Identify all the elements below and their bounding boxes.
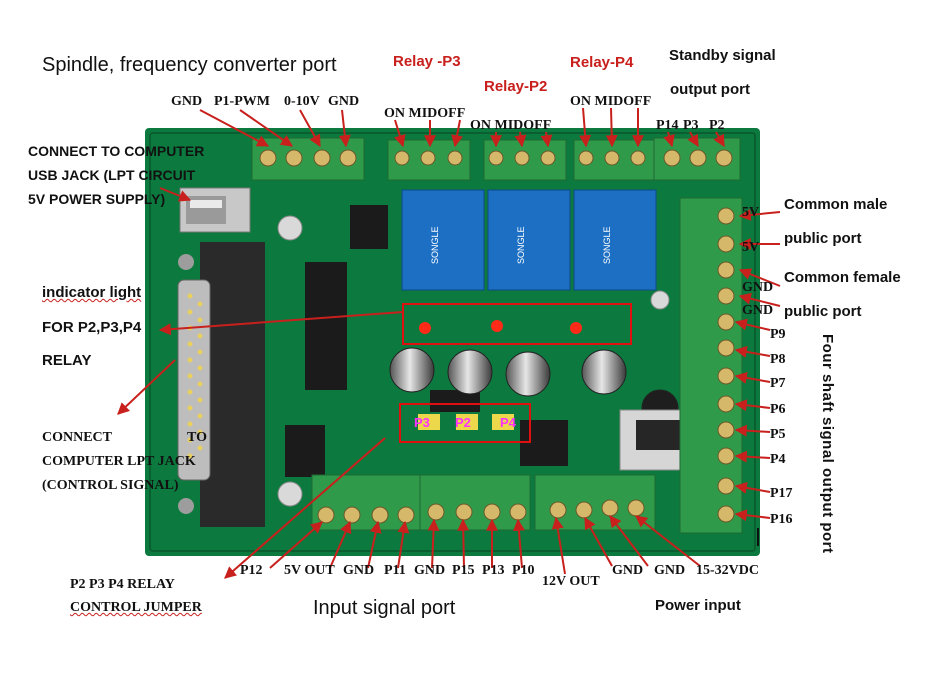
relay-p4-title: Relay-P4	[570, 54, 634, 71]
jumper-label-line-2: CONTROL JUMPER	[70, 600, 202, 615]
relay-p2-marking: SONGLE	[516, 226, 526, 264]
bottom-label-gnd-3: GND	[612, 563, 644, 578]
leader-lines	[117, 107, 781, 579]
right-label-p6: P6	[770, 402, 786, 417]
indicator-label-line-1: indicator light	[42, 284, 142, 301]
relay-p4-marking: SONGLE	[602, 226, 612, 264]
four-shaft-output-title: Four shaft signal output port	[819, 334, 836, 554]
right-label-p8: P8	[770, 352, 786, 367]
top-label-p14: P14	[656, 118, 679, 133]
top-label-gnd-2: GND	[328, 94, 360, 109]
right-label-p9: P9	[770, 327, 786, 342]
jumper-label-line-1: P2 P3 P4 RELAY	[70, 577, 175, 592]
bottom-label-p10: P10	[512, 563, 535, 578]
jumper-label-p3: P3	[414, 415, 430, 430]
indicator-leds	[419, 320, 582, 334]
spindle-port-title: Spindle, frequency converter port	[42, 54, 337, 76]
standby-signal-label-1: Standby signal	[669, 47, 776, 64]
usb-label-line-3: 5V POWER SUPPLY)	[28, 191, 166, 207]
standby-signal-label-2: output port	[670, 81, 750, 98]
db25-lpt-connector	[177, 242, 265, 527]
usb-label-line-2: USB JACK (LPT CIRCUIT	[28, 167, 196, 183]
right-label-5v-a: 5V	[742, 205, 760, 220]
power-input-title: Power input	[655, 597, 741, 614]
indicator-label-line-3: RELAY	[42, 352, 92, 369]
relay-p3-marking: SONGLE	[430, 226, 440, 264]
top-label-on-mid-off-p2: ON MIDOFF	[470, 118, 552, 133]
usb-jack	[179, 187, 251, 233]
top-label-on-mid-off-p3: ON MIDOFF	[384, 106, 466, 121]
lpt-label-line-3: (CONTROL SIGNAL)	[42, 478, 179, 493]
bottom-label-p15: P15	[452, 563, 475, 578]
right-label-5v-b: 5V	[742, 240, 760, 255]
usb-label-line-1: CONNECT TO COMPUTER	[28, 143, 205, 159]
bottom-label-p11: P11	[384, 563, 406, 578]
bottom-label-gnd-2: GND	[414, 563, 446, 578]
bottom-terminal-blocks	[311, 474, 656, 531]
top-label-p2: P2	[709, 118, 725, 133]
lpt-label-line-1b: TO	[187, 430, 207, 445]
right-terminal-block	[679, 197, 743, 534]
bottom-label-p12: P12	[240, 563, 263, 578]
highlight-boxes	[399, 303, 632, 443]
top-label-on-mid-off-p4: ON MIDOFF	[570, 94, 652, 109]
right-label-p7: P7	[770, 376, 786, 391]
jumper-header	[418, 414, 514, 430]
lpt-label-line-1: CONNECT	[42, 430, 113, 445]
bottom-label-gnd-4: GND	[654, 563, 686, 578]
common-female-label-1: Common female	[784, 269, 901, 286]
lpt-label-line-2: COMPUTER LPT JACK	[42, 454, 196, 469]
right-label-p17: P17	[770, 486, 793, 501]
indicator-label-line-2: FOR P2,P3,P4	[42, 319, 142, 336]
bottom-label-gnd-1: GND	[343, 563, 375, 578]
input-signal-port-title: Input signal port	[313, 597, 456, 619]
jumper-label-p4: P4	[500, 415, 516, 430]
bottom-label-15-32vdc: 15-32VDC	[696, 563, 759, 578]
bottom-label-12v-out: 12V OUT	[542, 574, 600, 589]
right-label-gnd-b: GND	[742, 303, 774, 318]
right-label-gnd-a: GND	[742, 280, 774, 295]
bottom-label-5v-out: 5V OUT	[284, 563, 335, 578]
top-label-p3: P3	[683, 118, 699, 133]
top-label-gnd: GND	[171, 94, 203, 109]
top-label-p1-pwm: P1-PWM	[214, 94, 270, 109]
jumper-label-p2: P2	[455, 415, 471, 430]
bottom-label-p13: P13	[482, 563, 505, 578]
relay-p3-title: Relay -P3	[393, 53, 461, 70]
common-male-label-2: public port	[784, 230, 862, 247]
common-female-label-2: public port	[784, 303, 862, 320]
top-label-0-10v: 0-10V	[284, 94, 320, 109]
right-label-p16: P16	[770, 512, 793, 527]
relay-p2-title: Relay-P2	[484, 78, 548, 95]
right-label-p5: P5	[770, 427, 786, 442]
ic-chips	[285, 205, 568, 477]
right-label-p4: P4	[770, 452, 786, 467]
relays: SONGLE SONGLE SONGLE	[401, 189, 657, 291]
common-male-label-1: Common male	[784, 196, 888, 213]
